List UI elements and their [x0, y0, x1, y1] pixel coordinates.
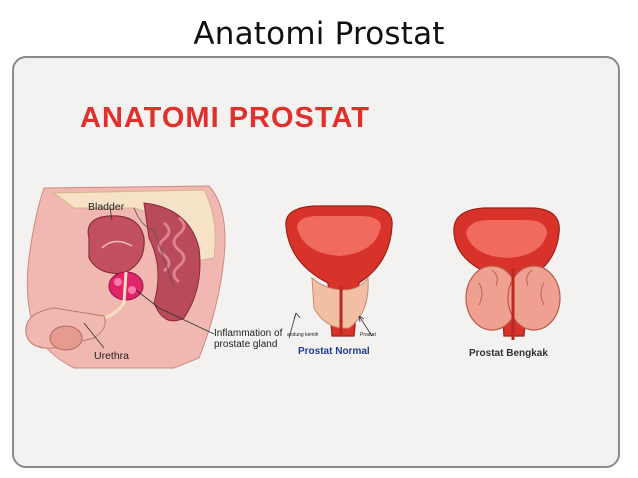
label-bladder: Bladder: [88, 201, 125, 213]
label-inflammation: Inflammation of prostate gland: [214, 328, 282, 350]
slide-title: Anatomi Prostat: [193, 16, 445, 52]
label-kandung-kemih: andung kemih: [287, 332, 319, 338]
label-prostat: Prostat: [360, 332, 376, 338]
label-inflammation-line2: prostate gland: [214, 339, 278, 350]
diagram-heading: ANATOMI PROSTAT: [80, 102, 370, 134]
label-urethra: Urethra: [94, 350, 130, 362]
label-inflammation-line1: Inflammation of: [214, 328, 283, 339]
enlarged-prostate-illustration: [453, 207, 561, 340]
label-prostat-normal: Prostat Normal: [298, 346, 370, 357]
label-prostat-bengkak: Prostat Bengkak: [469, 348, 548, 359]
anatomy-illustrations: [25, 185, 561, 369]
normal-prostate-illustration: [285, 205, 393, 339]
pelvis-cross-section: [25, 185, 226, 369]
diagram-card: ANATOMI PROSTAT: [12, 56, 620, 468]
